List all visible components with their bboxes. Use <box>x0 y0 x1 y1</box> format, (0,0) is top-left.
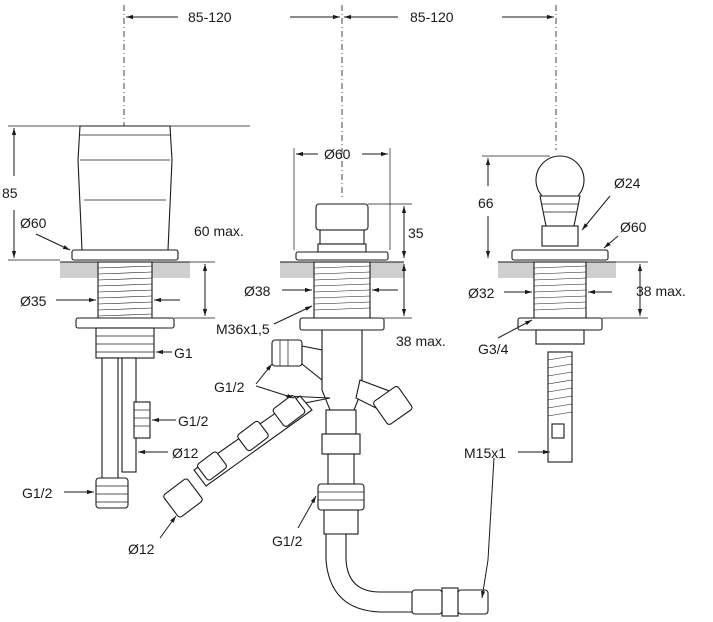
spacing-right-label: 85-120 <box>410 9 454 25</box>
left-g1-label: G1 <box>174 345 193 361</box>
center-g12-b-label: G1/2 <box>272 533 303 549</box>
center-height-label: 35 <box>408 225 424 241</box>
left-g12-a-label: G1/2 <box>178 413 209 429</box>
right-height-label: 66 <box>478 195 494 211</box>
center-shank-dia-label: Ø38 <box>244 283 271 299</box>
center-deck-max-label: 38 max. <box>396 333 446 349</box>
right-spout: 66 Ø24 Ø60 Ø32 38 max. G3/4 M15x1 <box>464 155 686 599</box>
right-m15-label: M15x1 <box>464 445 506 461</box>
left-shank-threads <box>97 265 153 317</box>
center-g12-a-label: G1/2 <box>214 379 245 395</box>
center-shank-threads <box>313 265 371 311</box>
center-dia12-label: Ø12 <box>128 541 155 557</box>
left-flange-dia-label: Ø60 <box>20 215 47 231</box>
right-spring <box>547 355 573 417</box>
right-g34-label: G3/4 <box>478 341 509 357</box>
center-diverter: Ø60 35 Ø38 M36x1,5 38 max. G1/2 Ø12 G1/2 <box>128 146 489 617</box>
left-dia12-label: Ø12 <box>172 445 199 461</box>
center-left-hose <box>163 395 313 518</box>
center-flange-dia-label: Ø60 <box>324 146 351 162</box>
left-g12-b-label: G1/2 <box>22 485 53 501</box>
spacing-dimensions: 85-120 85-120 <box>123 5 557 200</box>
right-deck-max-label: 38 max. <box>636 283 686 299</box>
left-height-label: 85 <box>2 185 18 201</box>
right-shank-threads <box>533 265 587 311</box>
right-spout-dia-label: Ø24 <box>614 175 641 191</box>
right-flange-dia-label: Ø60 <box>620 219 647 235</box>
left-shank-dia-label: Ø35 <box>20 293 47 309</box>
spacing-left-label: 85-120 <box>188 9 232 25</box>
center-thread-label: M36x1,5 <box>216 321 270 337</box>
left-valve: 85 Ø60 60 max. Ø35 G1 G1/2 Ø12 G1/2 <box>2 125 250 509</box>
left-deck-max-label: 60 max. <box>194 223 244 239</box>
right-shank-dia-label: Ø32 <box>468 285 495 301</box>
